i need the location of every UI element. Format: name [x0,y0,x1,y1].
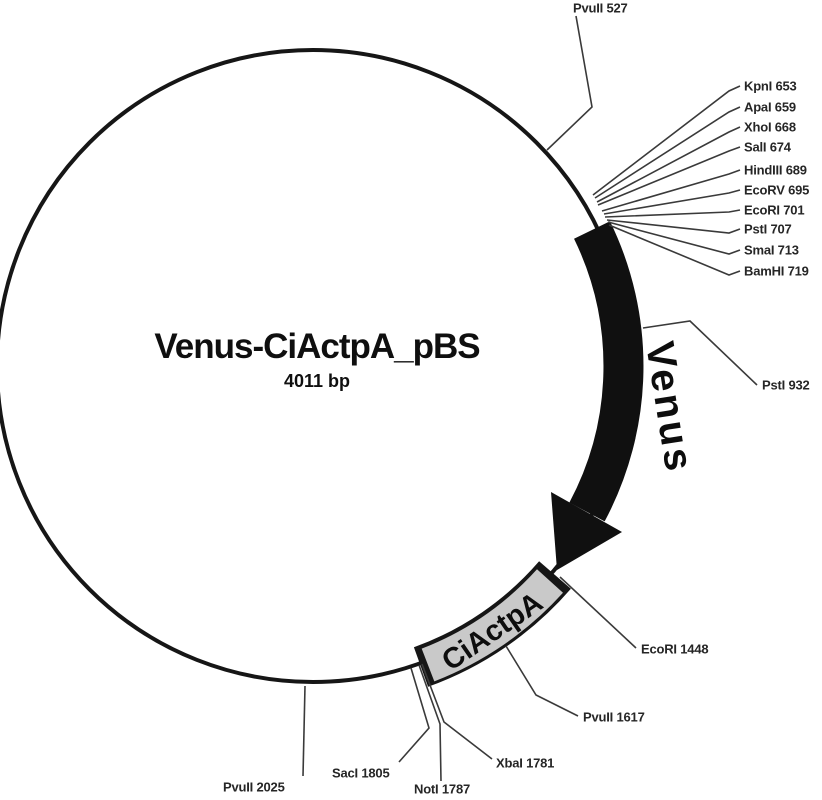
leader-line-smai-713 [607,221,741,255]
venus-arc [569,221,644,522]
site-label-saci-1805: SacI 1805 [332,765,390,781]
plasmid-title: Venus-CiActpA_pBS [154,327,480,366]
leader-line-pvuii-1617 [505,645,579,717]
leader-line-saci-1805 [398,667,430,763]
site-label-hindiii-689: HindIII 689 [744,162,807,178]
site-label-pvuii-1617: PvuII 1617 [583,709,645,725]
site-label-kpni-653: KpnI 653 [744,78,797,94]
leader-line-ecorv-695 [603,189,741,215]
site-label-xbai-1781: XbaI 1781 [496,755,555,771]
site-label-apai-659: ApaI 659 [744,99,796,115]
leader-line-xhoi-668 [596,126,741,203]
leader-line-pvuii-2025 [302,685,306,777]
leader-line-psti-932 [642,320,758,386]
site-label-ecori-1448: EcoRI 1448 [641,641,709,657]
leader-line-pvuii-527 [546,15,593,151]
site-label-ecori-701: EcoRI 701 [744,202,805,218]
leader-lines-group [302,15,758,782]
leader-line-psti-707 [606,219,741,234]
site-label-ecorv-695: EcoRV 695 [744,182,810,198]
leader-line-apai-659 [594,106,741,199]
plasmid-size: 4011 bp [283,371,351,391]
site-label-pvuii-527: PvuII 527 [573,0,628,16]
leader-line-xbai-1781 [421,663,493,760]
leader-line-kpni-653 [592,85,741,196]
site-label-smai-713: SmaI 713 [744,242,799,258]
leader-line-ecori-701 [604,209,741,218]
leader-line-noti-1787 [418,664,442,782]
leader-line-hindiii-689 [601,169,741,212]
venus-arrowhead-icon [551,492,622,570]
site-label-xhoi-668: XhoI 668 [744,119,796,135]
venus-feature-label: Venus [637,339,701,477]
leader-line-sali-674 [597,146,741,206]
site-label-psti-932: PstI 932 [762,377,810,393]
site-label-noti-1787: NotI 1787 [414,781,471,797]
site-label-sali-674: SalI 674 [744,139,791,155]
leader-line-bamhi-719 [608,224,741,276]
ciactpa-box-fill [421,569,563,682]
leader-line-ecori-1448 [559,576,637,649]
site-label-pvuii-2025: PvuII 2025 [223,779,285,795]
site-label-psti-707: PstI 707 [744,221,792,237]
site-label-bamhi-719: BamHI 719 [744,263,809,279]
